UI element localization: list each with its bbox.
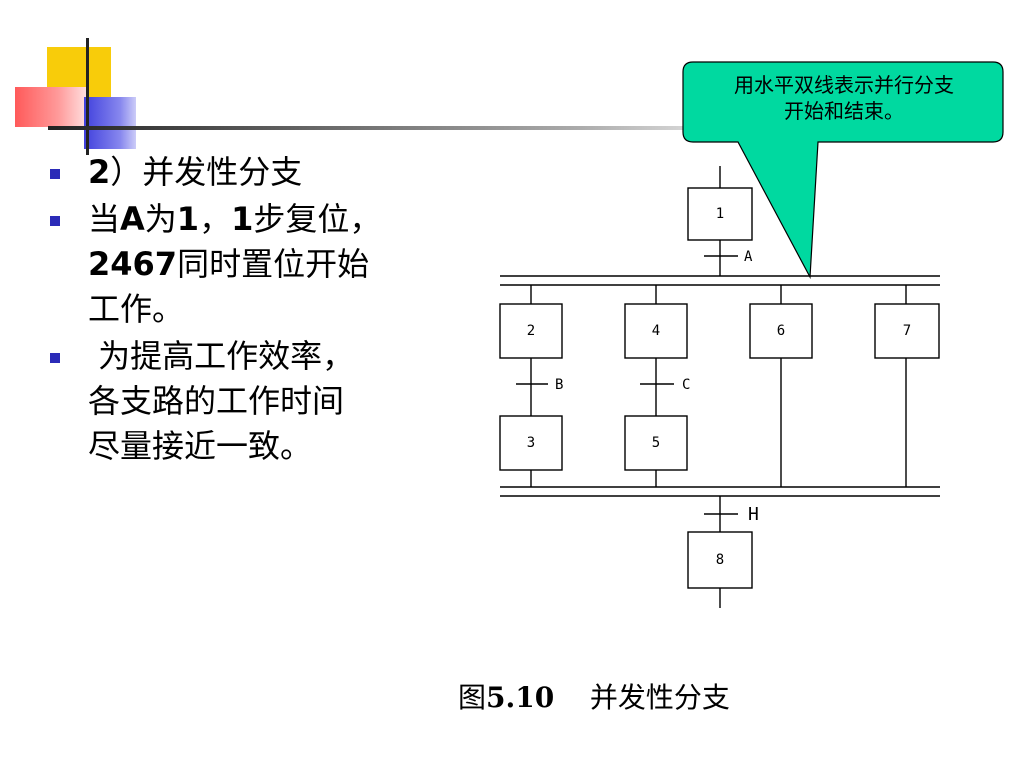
step-box-1 (687, 187, 753, 241)
bullet-text: 同时置位开始 (177, 245, 370, 283)
transition-label-a: A (744, 249, 753, 265)
decor-red-bar (15, 87, 87, 127)
bullet-bold: 2467 (88, 245, 178, 283)
step-label-3: 3 (527, 435, 535, 451)
step-box-4 (624, 303, 688, 359)
step-label-7: 7 (903, 323, 911, 339)
bullet-bold: 1 (176, 200, 200, 238)
bullet-list: 2）并发性分支 当A为1，1步复位， 2467同时置位开始 工作。 为提高工作效… (50, 150, 420, 471)
bullet-text: 各支路的工作时间 (88, 382, 345, 420)
bullet-bold: A (120, 200, 145, 238)
bullet-bold: 1 (231, 200, 254, 238)
callout-text: 用水平双线表示并行分支 开始和结束。 (688, 72, 1000, 124)
figure-caption: 图5.10 并发性分支 (458, 676, 730, 716)
callout-shape (682, 61, 1004, 280)
bullet-number: 2 (88, 153, 111, 191)
step-label-2: 2 (527, 323, 535, 339)
bullet-marker (50, 169, 60, 179)
bullet-marker (50, 216, 60, 226)
bullet-marker (50, 353, 60, 363)
caption-number: 5.10 (486, 681, 555, 714)
step-box-3 (499, 415, 563, 471)
bullet-text: 当 (88, 200, 121, 238)
step-box-6 (749, 303, 813, 359)
bullet-text: ， (199, 200, 232, 238)
bullet-item: 2）并发性分支 (50, 150, 420, 195)
step-box-7 (874, 303, 940, 359)
bullet-text: 步复位， (253, 200, 382, 238)
callout-line: 开始和结束。 (784, 99, 904, 123)
caption-prefix: 图 (458, 681, 487, 714)
bullet-item: 当A为1，1步复位， 2467同时置位开始 工作。 (50, 197, 420, 332)
caption-title: 并发性分支 (554, 681, 730, 714)
step-box-2 (499, 303, 563, 359)
step-box-5 (624, 415, 688, 471)
step-label-1: 1 (716, 206, 724, 222)
decor-blue-square (84, 97, 136, 149)
bullet-text: 为 (144, 200, 177, 238)
decor-vertical-line (86, 38, 89, 155)
transition-label-h: H (748, 504, 759, 525)
step-label-4: 4 (652, 323, 660, 339)
step-label-5: 5 (652, 435, 660, 451)
callout-line: 用水平双线表示并行分支 (734, 73, 954, 97)
transition-label-b: B (555, 377, 563, 393)
bullet-text: 为提高工作效率， (88, 337, 355, 375)
step-label-8: 8 (716, 552, 724, 568)
title-divider-line (48, 126, 708, 130)
bullet-text: ）并发性分支 (110, 153, 303, 191)
bullet-text: 尽量接近一致。 (88, 427, 313, 465)
bullet-item: 为提高工作效率， 各支路的工作时间 尽量接近一致。 (50, 334, 420, 469)
transition-label-c: C (682, 377, 690, 393)
step-label-6: 6 (777, 323, 785, 339)
bullet-text: 工作。 (88, 290, 185, 328)
step-box-8 (687, 531, 753, 589)
